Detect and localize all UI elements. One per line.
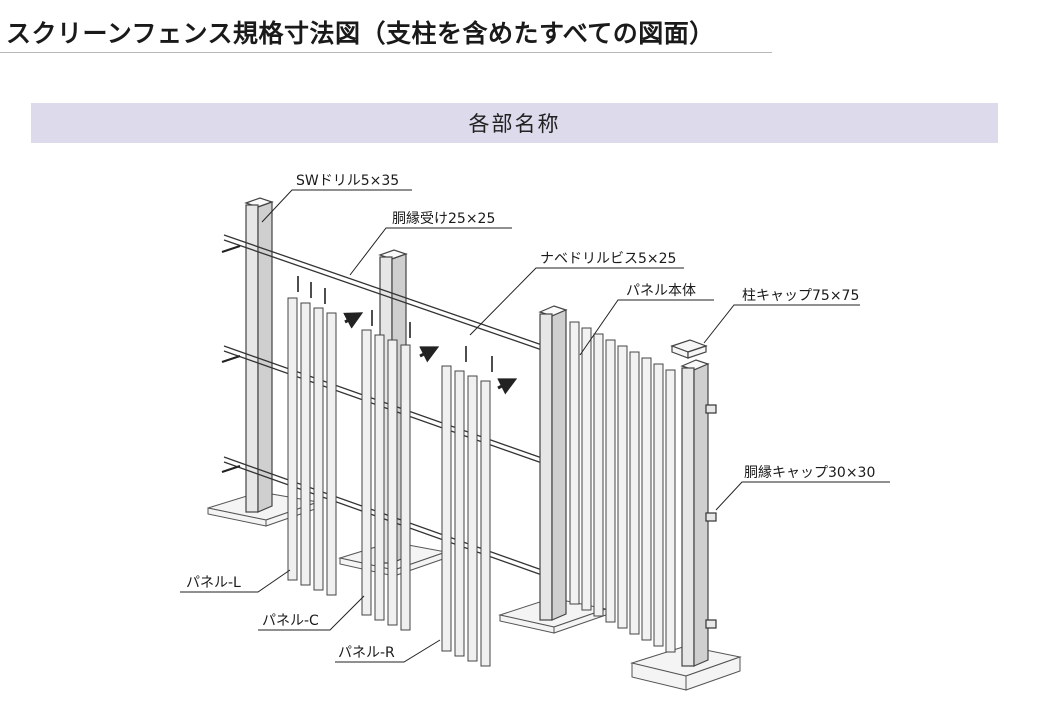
panel-c (361, 329, 411, 631)
rail-top (223, 234, 543, 351)
panel-c-screws (371, 310, 411, 338)
label-panel-body: パネル本体 (626, 283, 696, 299)
section-banner: 各部名称 (31, 103, 998, 143)
label-rail-receiver: 胴縁受け25×25 (392, 211, 495, 227)
label-panel-r: パネル-R (338, 645, 395, 661)
label-panel-l: パネル-L (186, 575, 241, 591)
panel-l-screws (297, 276, 326, 304)
screw-icons-left (221, 245, 241, 473)
rail-cap-icons (705, 404, 717, 629)
panel-r-screws (465, 346, 493, 372)
arrow-icons (343, 312, 518, 395)
section-heading: 各部名称 (468, 112, 561, 136)
page-title: スクリーンフェンス規格寸法図（支柱を含めたすべての図面） (6, 19, 715, 48)
label-panel-c: パネル-C (262, 613, 319, 629)
label-sw-drill: SWドリル5×35 (296, 173, 399, 189)
panel-l (287, 297, 337, 596)
assembled-post-right (680, 359, 710, 667)
post-left (244, 197, 274, 513)
leader-lines (180, 189, 890, 663)
label-rail-cap: 胴縁キャップ30×30 (744, 465, 875, 481)
assembled-post-left (538, 305, 568, 621)
label-post-cap: 柱キャップ75×75 (742, 288, 859, 304)
assembled-panel-slats (569, 321, 676, 653)
label-nabe-drill: ナベドリルビス5×25 (540, 251, 676, 267)
title-divider (0, 52, 772, 53)
panel-r (441, 365, 491, 667)
post-cap-icon (670, 339, 708, 359)
